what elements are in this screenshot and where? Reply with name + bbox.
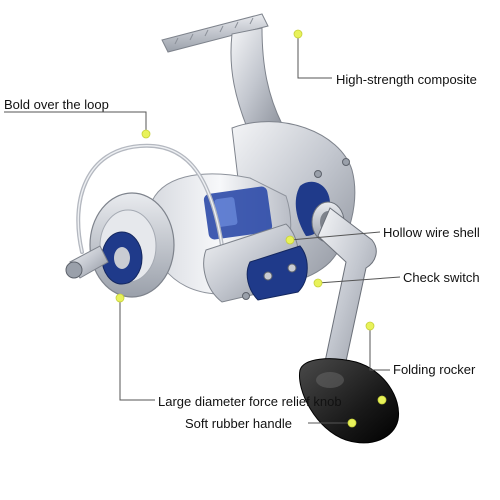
marker-check-switch xyxy=(313,278,323,288)
screw-1 xyxy=(263,271,273,281)
screw-3 xyxy=(242,292,250,300)
bail-wire-shine xyxy=(77,145,225,261)
leader-large-knob xyxy=(119,298,155,401)
marker-dots xyxy=(115,29,387,428)
marker-large-knob-2 xyxy=(377,395,387,405)
screw-5 xyxy=(342,158,350,166)
label-large-diameter-knob: Large diameter force relief knob xyxy=(158,394,342,409)
reel-illustration xyxy=(65,13,400,444)
line-roller xyxy=(65,261,83,279)
drag-knob-center xyxy=(114,247,130,269)
handle-knob-highlight xyxy=(316,372,344,388)
marker-soft-handle xyxy=(347,418,357,428)
label-high-strength-composite: High-strength composite xyxy=(336,72,477,87)
reel-stem xyxy=(230,27,283,131)
marker-high-strength xyxy=(293,29,303,39)
leader-check-switch xyxy=(317,276,401,284)
leader-high-strength xyxy=(297,36,332,79)
leader-hollow-wire xyxy=(289,231,381,241)
label-hollow-wire-shell: Hollow wire shell xyxy=(383,225,480,240)
label-folding-rocker: Folding rocker xyxy=(393,362,476,377)
leader-lines xyxy=(4,36,401,424)
reel-foot xyxy=(161,13,269,53)
marker-bold-loop xyxy=(141,129,151,139)
marker-hollow-wire xyxy=(285,235,295,245)
leader-folding-rocker xyxy=(369,326,390,371)
handle-arm xyxy=(317,207,377,381)
label-soft-rubber-handle: Soft rubber handle xyxy=(185,416,292,431)
marker-folding-rocker xyxy=(365,321,375,331)
marker-large-knob xyxy=(115,293,125,303)
foot-grooves xyxy=(174,17,254,45)
label-check-switch: Check switch xyxy=(403,270,480,285)
spool-label-highlight xyxy=(214,197,238,227)
screw-4 xyxy=(314,170,322,178)
screw-2 xyxy=(287,263,297,273)
check-switch-housing xyxy=(246,245,308,301)
label-bold-over-the-loop: Bold over the loop xyxy=(4,97,109,112)
leader-bold-loop xyxy=(4,111,147,134)
